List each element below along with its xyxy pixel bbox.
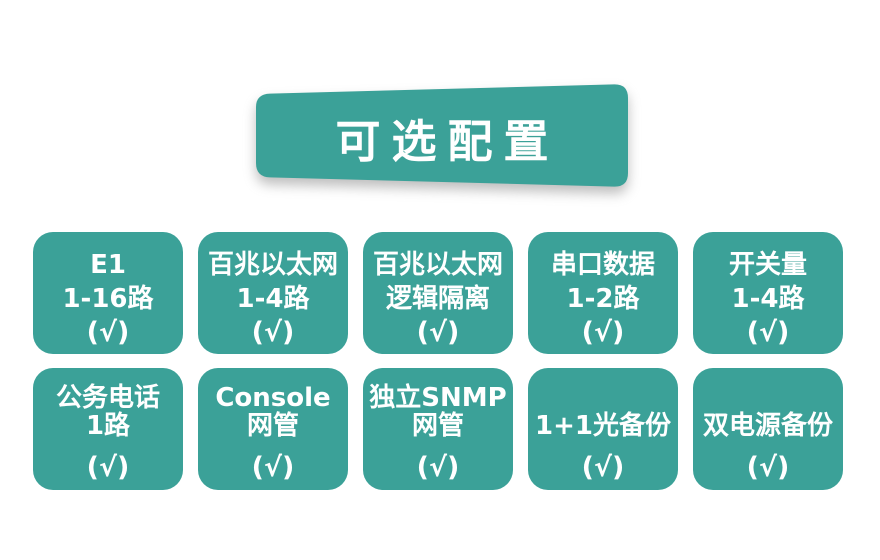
card-feature-line: 网管	[246, 411, 299, 441]
config-card: 串口数据 1-2路(√)	[528, 232, 678, 354]
banner-ribbon-shape	[256, 84, 628, 187]
config-card: 开关量 1-4路(√)	[693, 232, 843, 354]
card-feature-line: Console	[215, 383, 331, 413]
card-feature-line: 网管	[411, 411, 464, 441]
card-check-mark: (√)	[251, 317, 295, 348]
card-feature-line: 1+1光备份	[535, 411, 671, 441]
card-check-mark: (√)	[746, 317, 790, 348]
card-check-mark: (√)	[581, 452, 625, 483]
card-feature-line: 1路	[85, 411, 131, 441]
config-card: 百兆以太网 1-4路(√)	[198, 232, 348, 354]
config-card: 1+1光备份 (√)	[528, 368, 678, 490]
card-feature-line: 公务电话	[55, 383, 160, 413]
card-check-mark: (√)	[581, 317, 625, 348]
card-check-mark: (√)	[416, 317, 460, 348]
card-check-mark: (√)	[416, 452, 460, 483]
card-check-mark: (√)	[251, 452, 295, 483]
card-feature-line: 逻辑隔离	[385, 284, 490, 314]
card-feature-line: 独立SNMP	[369, 383, 507, 413]
card-feature-line: 开关量	[728, 250, 807, 280]
config-card: 百兆以太网逻辑隔离(√)	[363, 232, 513, 354]
card-feature-line: 1-4路	[731, 284, 805, 314]
card-feature-line: 双电源备份	[702, 411, 833, 441]
config-card: E1 1-16路(√)	[33, 232, 183, 354]
card-feature-line: 串口数据	[550, 250, 655, 280]
card-feature-line: 1-16路	[62, 284, 154, 314]
card-check-mark: (√)	[86, 452, 130, 483]
card-feature-line: 1-2路	[566, 284, 640, 314]
config-card: 双电源备份 (√)	[693, 368, 843, 490]
card-feature-line: 百兆以太网	[372, 250, 503, 280]
card-feature-line: 百兆以太网	[207, 250, 338, 280]
card-feature-line: 1-4路	[236, 284, 310, 314]
card-feature-line: E1	[90, 250, 126, 280]
card-check-mark: (√)	[86, 317, 130, 348]
banner: 可选配置	[256, 82, 628, 190]
card-check-mark: (√)	[746, 452, 790, 483]
page-title: 可选配置	[335, 114, 560, 168]
